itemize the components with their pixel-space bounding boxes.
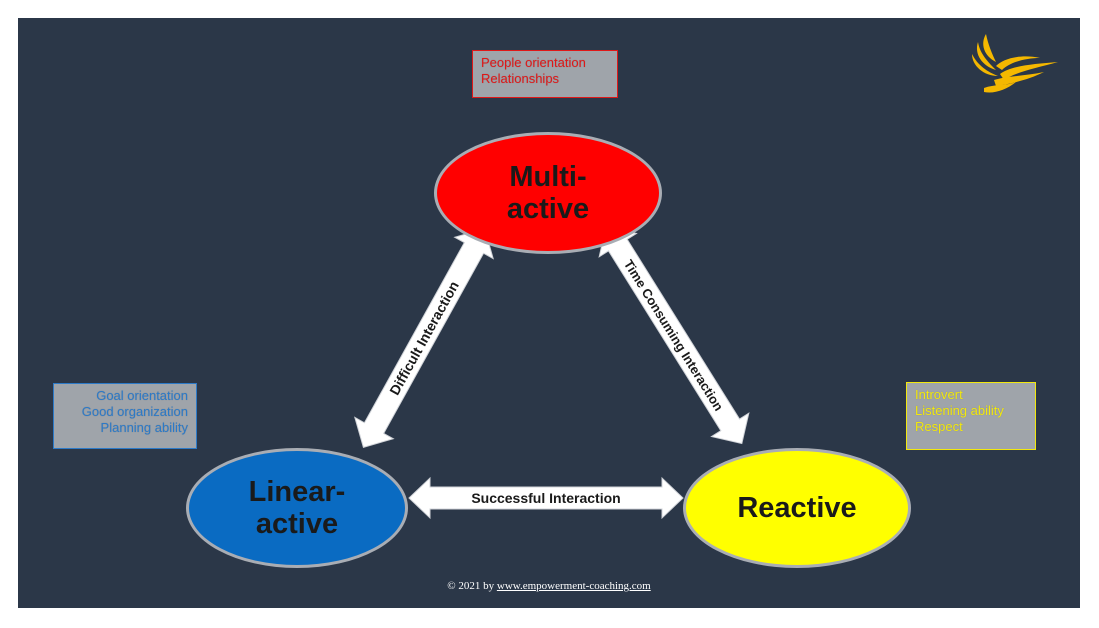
bird-logo-icon <box>972 34 1058 93</box>
copyright-text: © 2021 by <box>447 580 497 592</box>
copyright-footer: © 2021 by www.empowerment-coaching.com <box>18 580 1080 592</box>
introvert-note: Introvert Listening ability Respect <box>906 382 1036 450</box>
interaction-arrows: Difficult Interaction Time Consuming Int… <box>354 225 750 520</box>
difficult-interaction-arrow: Difficult Interaction <box>354 228 494 448</box>
goal-orientation-note: Goal orientation Good organization Plann… <box>53 383 197 449</box>
time-consuming-interaction-label: Time Consuming Interaction <box>621 257 727 414</box>
time-consuming-interaction-arrow: Time Consuming Interaction <box>598 225 750 445</box>
successful-interaction-label: Successful Interaction <box>471 490 620 506</box>
people-orientation-note: People orientation Relationships <box>472 50 618 98</box>
website-link[interactable]: www.empowerment-coaching.com <box>496 580 651 592</box>
successful-interaction-arrow: Successful Interaction <box>408 476 684 520</box>
note-line: Good organization <box>81 404 188 419</box>
note-line: People orientation <box>481 55 586 70</box>
reactive-label: Reactive <box>737 491 857 524</box>
linear-active-label: Linear- active <box>248 476 346 540</box>
difficult-interaction-label: Difficult Interaction <box>386 278 462 397</box>
note-line: Introvert <box>915 387 963 402</box>
multi-active-node: Multi- active <box>434 132 662 254</box>
linear-active-node: Linear- active <box>186 448 408 568</box>
note-line: Goal orientation <box>96 388 188 403</box>
note-line: Planning ability <box>100 420 188 435</box>
note-line: Relationships <box>481 71 560 86</box>
slide-canvas: Difficult Interaction Time Consuming Int… <box>18 18 1080 608</box>
note-line: Listening ability <box>915 403 1004 418</box>
multi-active-label: Multi- active <box>506 161 590 225</box>
reactive-node: Reactive <box>683 448 911 568</box>
note-line: Respect <box>915 419 963 434</box>
